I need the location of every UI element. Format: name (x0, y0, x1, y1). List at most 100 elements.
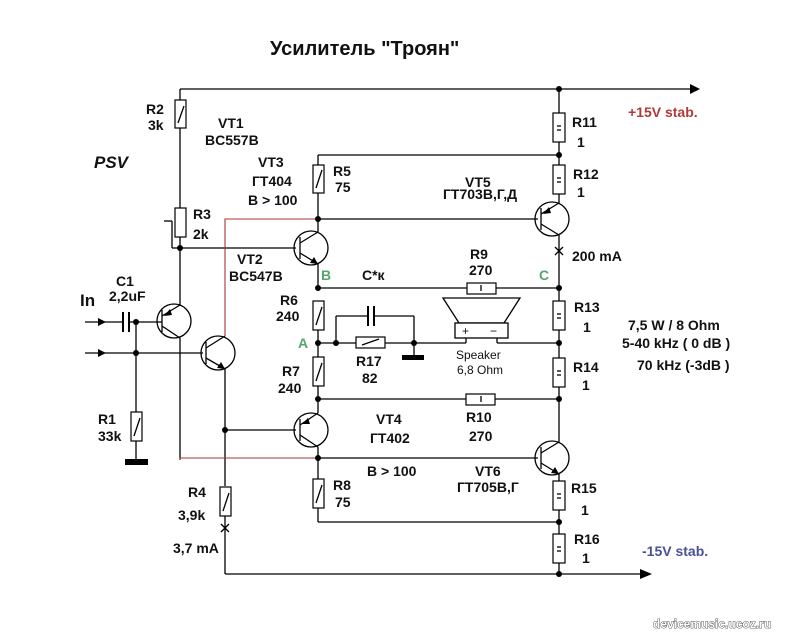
r14-value: 1 (582, 377, 590, 393)
r12-resistor (552, 155, 566, 203)
vt4-transistor (293, 399, 538, 461)
vt6-transistor (534, 399, 570, 481)
vt3-type: ГТ404 (252, 173, 292, 189)
r8-label: R8 (333, 477, 351, 493)
r5-resistor (312, 155, 325, 222)
node-b-label: B (321, 267, 331, 283)
speaker-label: Speaker (456, 348, 501, 362)
vt5-transistor (534, 201, 570, 288)
speaker-impedance: 6,8 Ohm (457, 363, 503, 377)
vt4-type: ГТ402 (370, 430, 410, 446)
r4-label: R4 (188, 484, 206, 500)
r10-label: R10 (466, 409, 492, 425)
r17-value: 82 (362, 370, 378, 386)
negative-rail-label: -15V stab. (642, 543, 708, 559)
arrow-icon (690, 84, 700, 94)
red-wire-vt1 (179, 457, 318, 460)
output-current: 200 mA (572, 248, 622, 264)
r15-resistor (552, 480, 566, 522)
ground-symbol (125, 459, 148, 465)
r4-value: 3,9k (178, 507, 205, 523)
vt3-transistor (293, 218, 538, 288)
ground-symbol (402, 355, 424, 360)
r9-label: R9 (470, 246, 488, 262)
r7-label: R7 (282, 363, 300, 379)
diagram-title: Усилитель "Троян" (270, 38, 459, 60)
input-label: In (80, 291, 95, 310)
vt2-type: BC547B (229, 268, 283, 284)
r1-resistor (125, 411, 148, 465)
r11-value: 1 (577, 134, 585, 150)
spec-power: 7,5 W / 8 Ohm (628, 317, 720, 333)
r9-resistor (318, 282, 562, 295)
r6-label: R6 (280, 292, 298, 308)
r10-resistor (318, 393, 562, 406)
r13-resistor (552, 288, 566, 343)
vt6-label: VT6 (475, 463, 501, 479)
vt3-gain: B > 100 (248, 192, 298, 208)
r7-value: 240 (278, 380, 302, 396)
r3-value: 2k (193, 226, 209, 242)
r3-label: R3 (193, 206, 211, 222)
r6-resistor (312, 300, 325, 343)
vt1-label: VT1 (218, 115, 244, 131)
positive-rail (180, 84, 700, 94)
r2-value: 3k (148, 117, 164, 133)
watermark: devicemusic.ucoz.ru (653, 617, 771, 631)
r12-value: 1 (577, 184, 585, 200)
negative-rail (225, 569, 652, 579)
feedback-input-line (85, 322, 203, 412)
r13-label: R13 (574, 299, 600, 315)
r16-label: R16 (574, 531, 600, 547)
vt5-label: VT5 (465, 174, 491, 190)
speaker-icon (441, 297, 562, 346)
r8-resistor (312, 458, 562, 525)
r1-label: R1 (98, 411, 116, 427)
r7-resistor (312, 343, 325, 402)
speaker-minus: − (490, 324, 497, 338)
r16-value: 1 (582, 550, 590, 566)
r11-label: R11 (572, 114, 597, 130)
vt5-type: ГТ703В,Г,Д (443, 186, 517, 202)
r13-value: 1 (583, 319, 591, 335)
c1-value: 2,2uF (109, 288, 146, 304)
r15-label: R15 (571, 480, 597, 496)
node-c-label: C (539, 267, 549, 283)
r17-label: R17 (356, 353, 382, 369)
spec-cutoff: 70 kHz (-3dB ) (637, 357, 730, 373)
vt3-label: VT3 (258, 154, 284, 170)
r15-value: 1 (581, 502, 589, 518)
r6-value: 240 (276, 308, 300, 324)
positive-rail-label: +15V stab. (628, 104, 698, 120)
r16-resistor (552, 522, 566, 574)
vt6-type: ГТ705В,Г (457, 479, 519, 495)
r3-trimmer (164, 207, 187, 251)
r8-value: 75 (335, 494, 351, 510)
r10-value: 270 (469, 428, 493, 444)
vt4-label: VT4 (376, 411, 402, 427)
red-wire-vt2 (224, 218, 318, 336)
vt4-gain: B > 100 (367, 463, 417, 479)
r4-resistor (219, 486, 232, 574)
speaker-plus: + (462, 324, 469, 338)
c1-capacitor (85, 312, 162, 332)
arrow-icon (640, 569, 652, 579)
vt1-type: BC557B (205, 132, 259, 148)
r9-value: 270 (469, 262, 493, 278)
r11-resistor (552, 89, 566, 155)
author-tag: PSV (94, 153, 130, 172)
compensation-cap-note: C*к (362, 267, 386, 283)
vt2-label: VT2 (237, 251, 263, 267)
input-current: 3,7 mA (173, 540, 219, 556)
r5-label: R5 (333, 163, 351, 179)
r2-label: R2 (146, 101, 164, 117)
r12-label: R12 (573, 166, 599, 182)
r14-resistor (552, 343, 566, 399)
r2-resistor (174, 89, 187, 208)
r5-value: 75 (335, 179, 351, 195)
vt2-transistor (200, 335, 296, 486)
zobel-network (318, 306, 466, 360)
c1-label: C1 (116, 273, 134, 289)
node-a-label: A (298, 335, 308, 351)
